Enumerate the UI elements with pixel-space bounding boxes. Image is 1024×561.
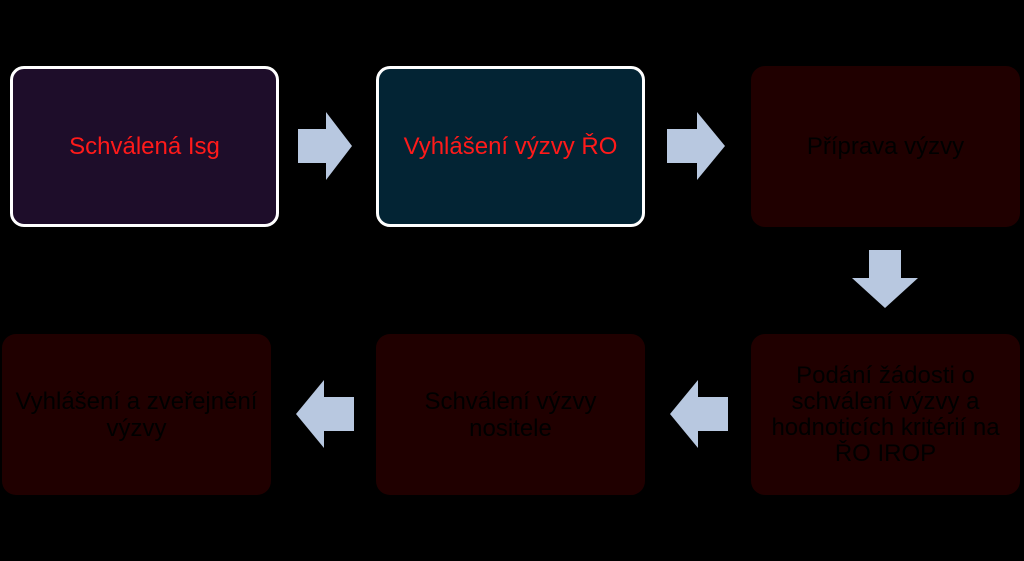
arrow-right-icon [298, 112, 352, 180]
arrow-left-icon [670, 380, 728, 448]
step-label: Vyhlášení výzvy ŘO [403, 133, 618, 160]
step-label: Vyhlášení a zveřejnění výzvy [15, 387, 258, 442]
step-box-vyhlaseni-a-zverejneni: Vyhlášení a zveřejnění výzvy [2, 334, 271, 495]
step-label: Schválení výzvy nositele [424, 387, 597, 442]
arrow-down-icon [852, 250, 918, 308]
step-label: Příprava výzvy [806, 133, 965, 160]
step-box-schvaleni-vyzvy-nositele: Schválení výzvy nositele [376, 334, 645, 495]
step-box-schvalena-isg: Schválená Isg [10, 66, 279, 227]
step-box-vyhlaseni-vyzvy-ro: Vyhlášení výzvy ŘO [376, 66, 645, 227]
arrow-right-icon [667, 112, 725, 180]
step-label: Schválená Isg [69, 133, 220, 160]
arrow-left-icon [296, 380, 354, 448]
step-label: Podání žádosti o schválení výzvy a hodno… [771, 361, 1000, 467]
step-box-priprava-vyzvy: Příprava výzvy [751, 66, 1020, 227]
step-box-podani-zadosti: Podání žádosti o schválení výzvy a hodno… [751, 334, 1020, 495]
